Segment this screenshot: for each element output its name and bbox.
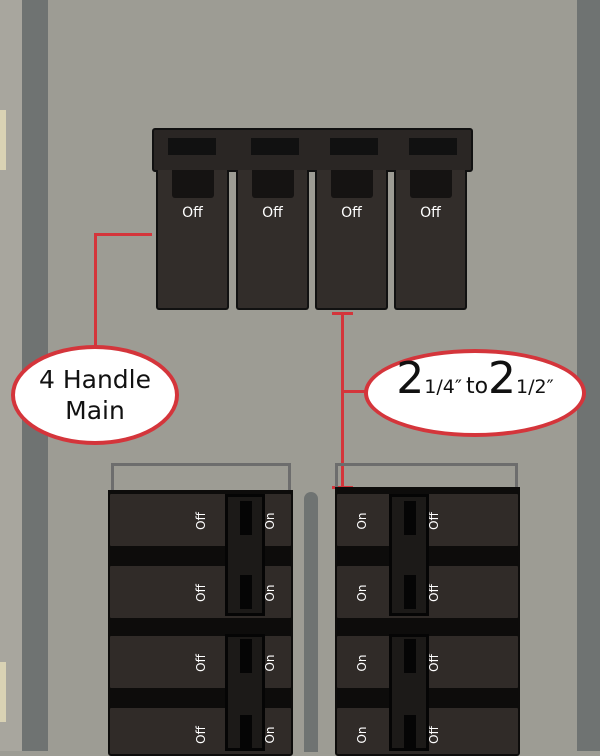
main-breaker-handle[interactable]: Off xyxy=(394,170,467,310)
breaker-label: On xyxy=(263,584,277,602)
breaker-label: On xyxy=(263,726,277,744)
branch-breaker[interactable]: Off On xyxy=(108,634,293,690)
leader-line xyxy=(341,390,369,393)
main-breaker-handle[interactable]: Off xyxy=(156,170,229,310)
breaker-handle[interactable] xyxy=(389,634,429,751)
dim-a-frac: 1/4″ xyxy=(424,376,462,398)
branch-breaker[interactable]: Off On xyxy=(108,706,293,756)
leader-line xyxy=(94,233,97,348)
breaker-handle[interactable] xyxy=(225,634,265,751)
dim-b: 2 xyxy=(488,353,517,404)
breaker-label: Off xyxy=(194,512,208,530)
branch-breaker[interactable]: Off On xyxy=(108,564,293,620)
breaker-label: Off xyxy=(194,726,208,744)
breaker-label: On xyxy=(355,584,369,602)
main-breaker-handle[interactable]: Off xyxy=(315,170,388,310)
breaker-label: Off xyxy=(194,654,208,672)
panel-left-edge xyxy=(0,0,22,751)
panel-tab-top xyxy=(0,110,6,170)
handle-label: Off xyxy=(341,205,362,221)
breaker-label: Off xyxy=(427,654,441,672)
panel-tab-bottom xyxy=(0,662,6,722)
dimension-cap xyxy=(332,312,353,315)
callout-line1: 4 Handle xyxy=(38,365,151,394)
handle-label: Off xyxy=(182,205,203,221)
leader-line xyxy=(94,233,152,236)
breaker-label: On xyxy=(263,654,277,672)
callout-line2: Main xyxy=(65,396,125,425)
breaker-handle[interactable] xyxy=(225,494,265,616)
breaker-label: Off xyxy=(427,584,441,602)
right-bracket xyxy=(335,463,518,491)
main-callout: 4 Handle Main xyxy=(11,345,179,445)
handle-label: Off xyxy=(420,205,441,221)
breaker-label: On xyxy=(355,512,369,530)
center-bus-bar xyxy=(304,492,318,752)
dim-b-frac: 1/2″ xyxy=(516,376,554,398)
dimension-line xyxy=(341,313,344,489)
panel-right-rail xyxy=(577,0,600,751)
breaker-label: On xyxy=(355,726,369,744)
main-breaker-top-bar xyxy=(152,128,473,172)
breaker-label: Off xyxy=(427,726,441,744)
breaker-label: On xyxy=(263,512,277,530)
dim-to: to xyxy=(465,374,489,399)
left-bracket xyxy=(111,463,291,491)
branch-breaker[interactable]: Off On xyxy=(108,492,293,548)
breaker-label: Off xyxy=(427,512,441,530)
dim-a: 2 xyxy=(396,353,425,404)
handle-label: Off xyxy=(262,205,283,221)
breaker-label: Off xyxy=(194,584,208,602)
breaker-label: On xyxy=(355,654,369,672)
breaker-handle[interactable] xyxy=(389,494,429,616)
main-breaker-handle[interactable]: Off xyxy=(236,170,309,310)
